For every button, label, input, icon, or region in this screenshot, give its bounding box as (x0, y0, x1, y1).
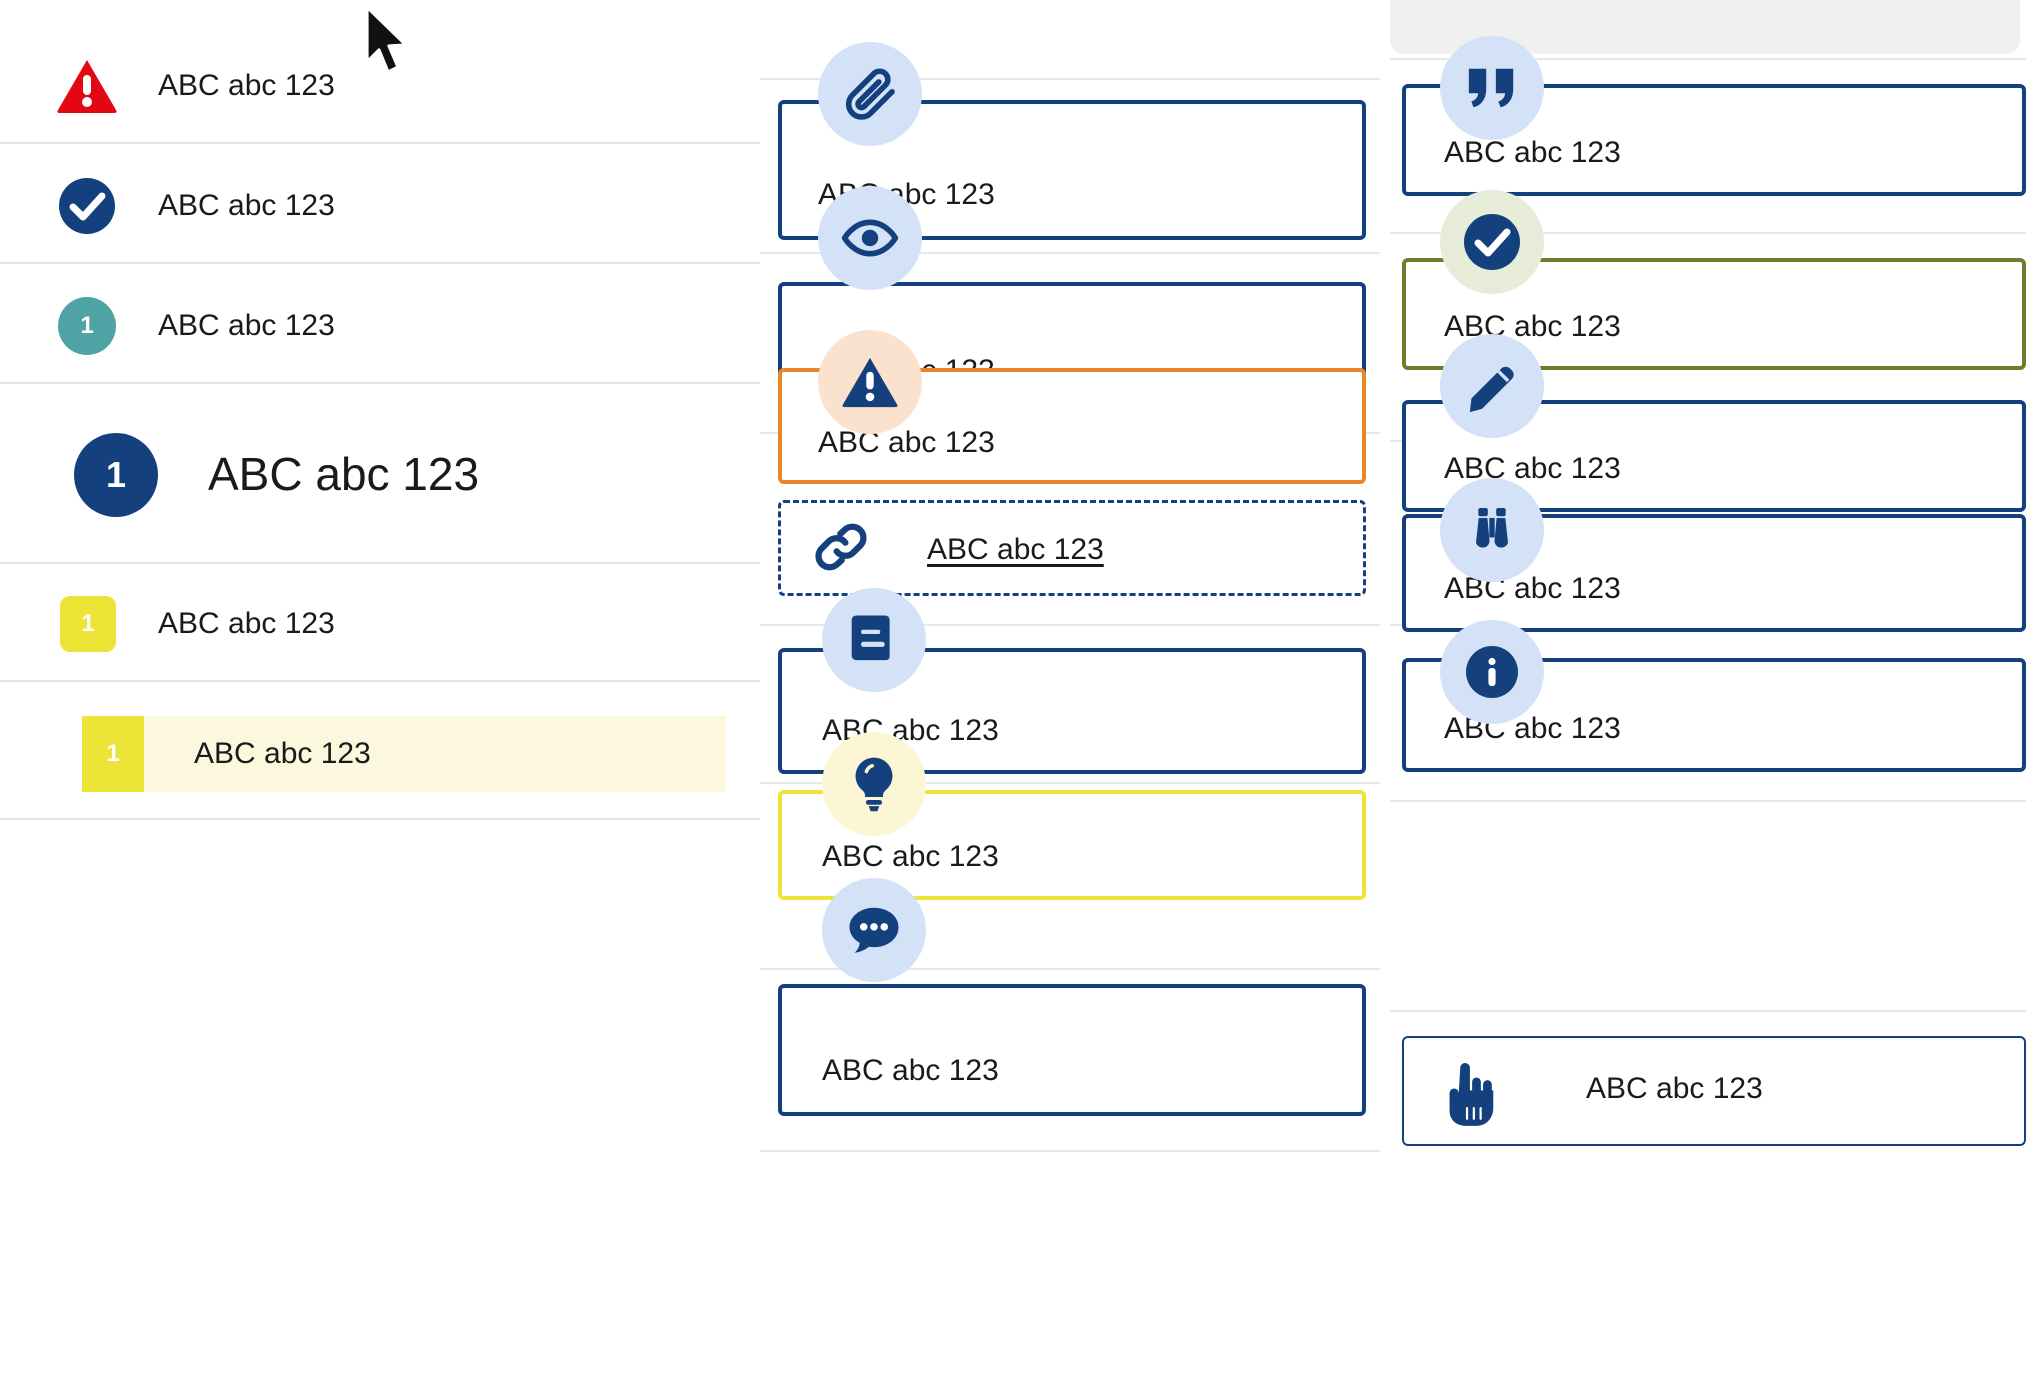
number-badge: 1 (58, 297, 116, 355)
column-separator (1390, 232, 2026, 234)
column-separator (1390, 58, 2026, 60)
pencil-icon (1440, 334, 1544, 438)
eye-icon (818, 186, 922, 290)
check-circle-icon (56, 176, 118, 236)
list-item-label: ABC abc 123 (158, 189, 335, 222)
card-label: ABC abc 123 (822, 840, 999, 873)
list-item-yellow-one[interactable]: 1 ABC abc 123 (0, 594, 760, 654)
pointing-hand-icon (1436, 1060, 1500, 1130)
number-badge: 1 (60, 596, 116, 652)
binoculars-icon (1440, 478, 1544, 582)
list-item-label: ABC abc 123 (194, 737, 371, 770)
number-badge: 1 (82, 716, 144, 792)
book-icon (822, 588, 926, 692)
card-action[interactable]: ABC abc 123 (1402, 1036, 2026, 1146)
warning-triangle-icon (818, 330, 922, 434)
lightbulb-icon (822, 732, 926, 836)
list-separator (0, 382, 760, 384)
alert-triangle-icon (56, 56, 118, 116)
column-separator (760, 624, 1380, 626)
check-circle-icon (1440, 190, 1544, 294)
card-label: ABC abc 123 (822, 1054, 999, 1087)
quote-marks-icon (1440, 36, 1544, 140)
list-item-label: ABC abc 123 (158, 69, 335, 102)
number-badge: 1 (74, 433, 158, 517)
list-item-teal-one[interactable]: 1 ABC abc 123 (0, 296, 760, 356)
list-item-yellow-one-highlighted[interactable]: 1 ABC abc 123 (82, 716, 726, 792)
card-label: ABC abc 123 (1586, 1072, 1763, 1105)
column-separator (760, 782, 1380, 784)
list-separator (0, 262, 760, 264)
list-item-label: ABC abc 123 (158, 607, 335, 640)
list-separator (0, 562, 760, 564)
card-comment[interactable]: ABC abc 123 (778, 984, 1366, 1116)
card-label: ABC abc 123 (1444, 452, 1621, 485)
card-label: ABC abc 123 (818, 426, 995, 459)
column-separator (760, 252, 1380, 254)
column-separator (760, 968, 1380, 970)
card-label: ABC abc 123 (1444, 136, 1621, 169)
left-status-list: ABC abc 123 ABC abc 123 1 ABC abc 123 1 … (0, 0, 760, 1392)
card-label[interactable]: ABC abc 123 (927, 533, 1104, 566)
list-item-check[interactable]: ABC abc 123 (0, 176, 760, 236)
list-item-navy-one-large[interactable]: 1 ABC abc 123 (0, 433, 760, 517)
paperclip-icon (818, 42, 922, 146)
column-separator (760, 1150, 1380, 1152)
list-item-label: ABC abc 123 (208, 448, 480, 501)
chain-link-icon (808, 516, 874, 578)
list-item-label: ABC abc 123 (158, 309, 335, 342)
list-separator (0, 142, 760, 144)
column-separator (1390, 800, 2026, 802)
chat-bubble-icon (822, 878, 926, 982)
column-separator (1390, 1010, 2026, 1012)
list-separator (0, 818, 760, 820)
column-separator (760, 78, 1380, 80)
list-item-alert[interactable]: ABC abc 123 (0, 56, 760, 116)
list-separator (0, 680, 760, 682)
info-circle-icon (1440, 620, 1544, 724)
card-link[interactable]: ABC abc 123 (778, 500, 1366, 596)
